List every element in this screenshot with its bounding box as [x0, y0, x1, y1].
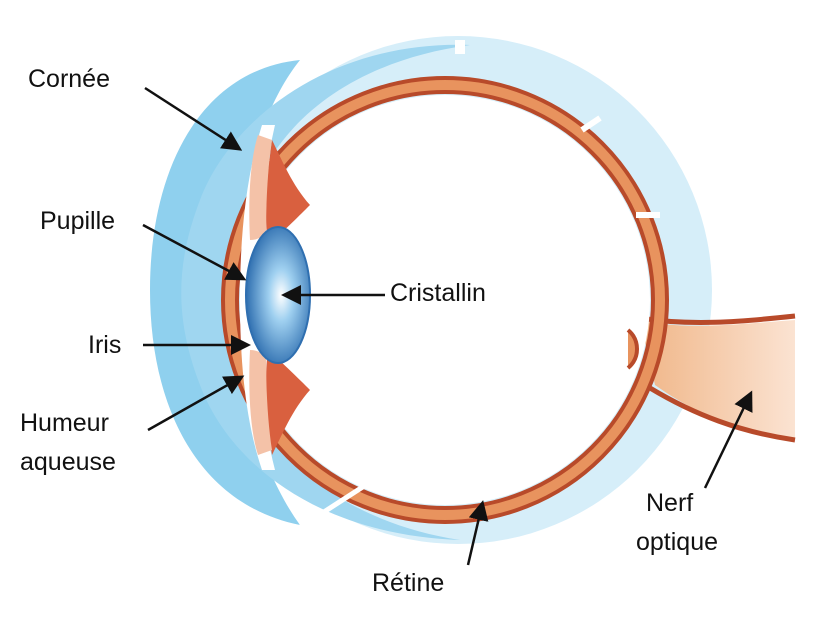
iris-bottom — [249, 350, 272, 455]
choroid — [223, 78, 667, 522]
iris-top — [249, 135, 272, 240]
label-pupille: Pupille — [40, 207, 116, 235]
arrow-retine — [466, 500, 489, 566]
notch-3 — [294, 447, 422, 533]
arrow-pupille — [142, 223, 247, 281]
label-nerf-line2: optique — [636, 528, 719, 556]
retina-outer — [221, 76, 669, 524]
label-humeur-line1: Humeur — [20, 409, 109, 437]
label-cornee: Cornée — [28, 65, 110, 93]
label-retine: Rétine — [372, 569, 445, 597]
arrow-cornee — [144, 86, 243, 151]
label-nerf-line1: Nerf — [646, 489, 694, 517]
label-cristallin: Cristallin — [390, 279, 486, 307]
optic-nerve — [640, 320, 795, 440]
optic-disc — [626, 328, 639, 370]
arrow-humeur — [147, 375, 245, 432]
notch-4 — [455, 40, 465, 54]
label-iris: Iris — [88, 331, 122, 359]
vitreous-body — [240, 95, 650, 505]
ciliary-body-top — [266, 140, 310, 245]
optic-nerve-sheath-bottom — [648, 385, 796, 443]
notch-1 — [580, 115, 602, 133]
retina-inner — [235, 90, 655, 510]
label-humeur-line2: aqueuse — [20, 448, 116, 476]
ciliary-body-bottom — [266, 350, 310, 455]
arrow-nerf — [703, 390, 753, 489]
